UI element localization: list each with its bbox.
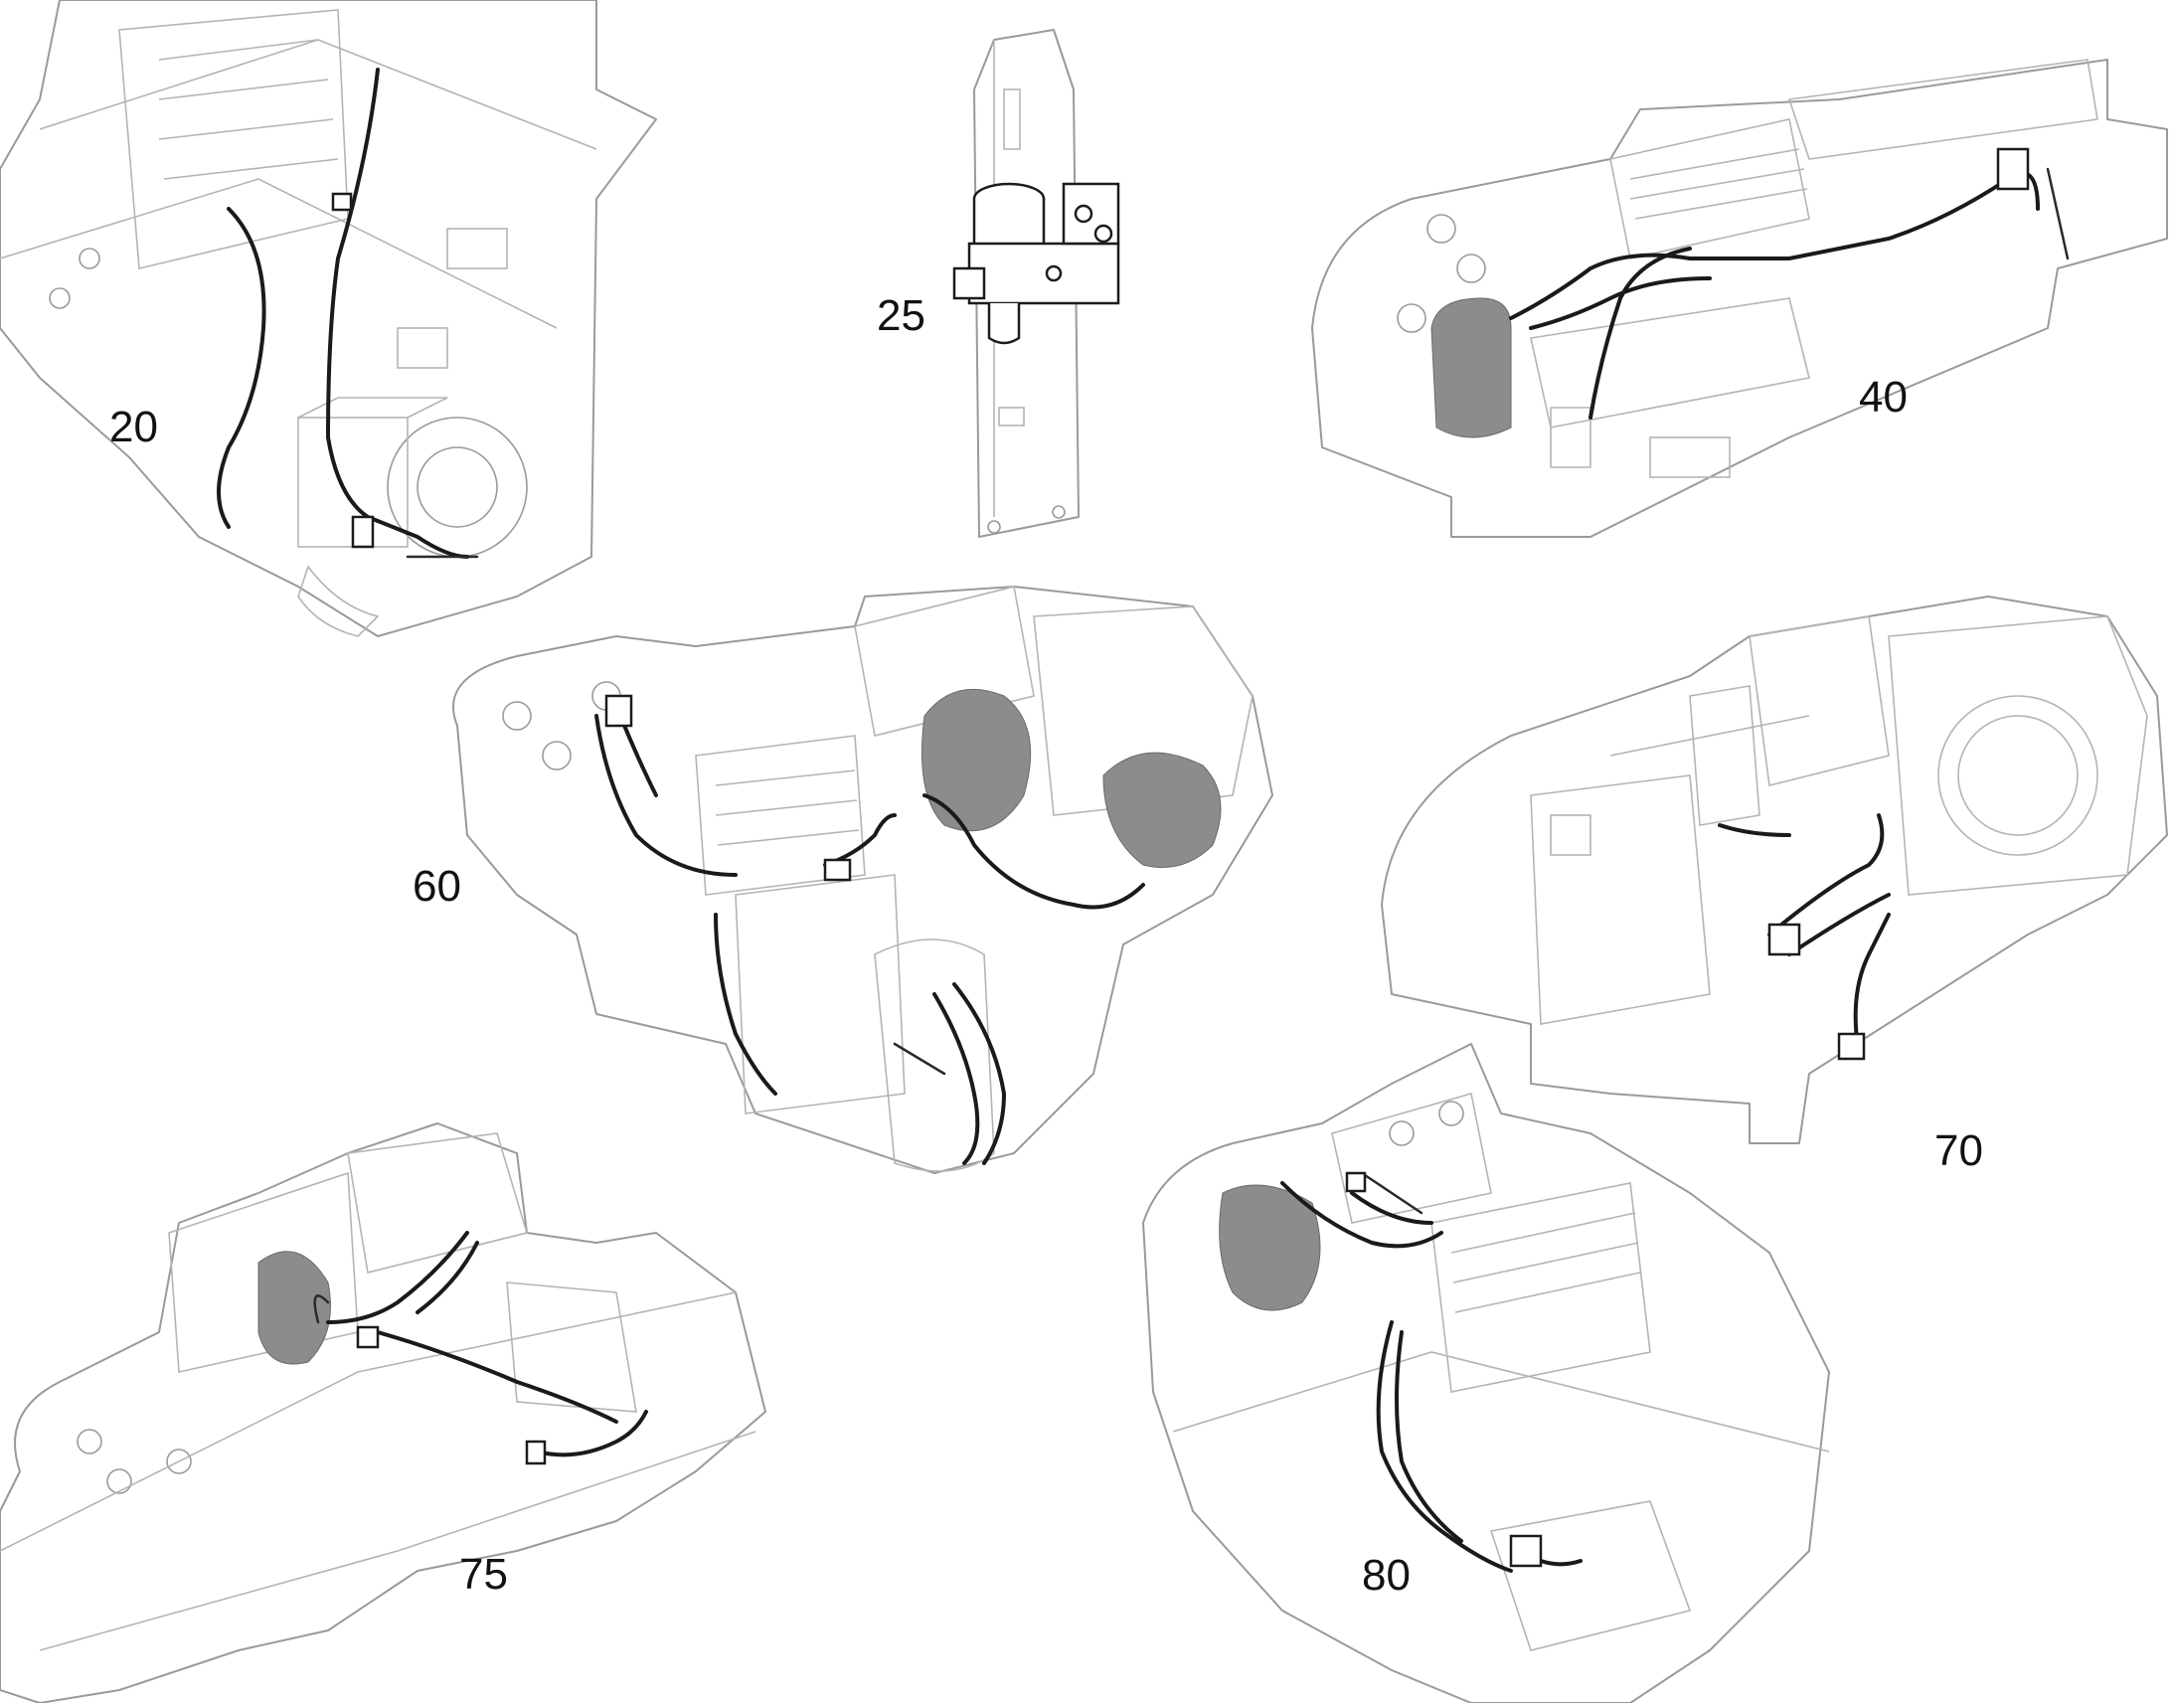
callout-25: 25 xyxy=(877,291,925,340)
callout-70: 70 xyxy=(1934,1126,1983,1175)
callout-75: 75 xyxy=(459,1550,508,1599)
view-75-cooler-return-hoses xyxy=(0,1122,766,1704)
callout-20: 20 xyxy=(109,403,158,451)
callout-40: 40 xyxy=(1859,373,1908,422)
callout-80: 80 xyxy=(1362,1551,1411,1600)
view-20-pump-hoses xyxy=(0,0,657,637)
view-70-cooler-hoses xyxy=(1381,596,2168,1144)
view-60-main-hoses xyxy=(452,586,1273,1174)
view-40-swing-hoses xyxy=(1311,59,2168,538)
callout-60: 60 xyxy=(413,862,461,911)
view-80-travel-hoses xyxy=(1142,1043,1830,1704)
view-25-valve-block xyxy=(952,29,1120,538)
